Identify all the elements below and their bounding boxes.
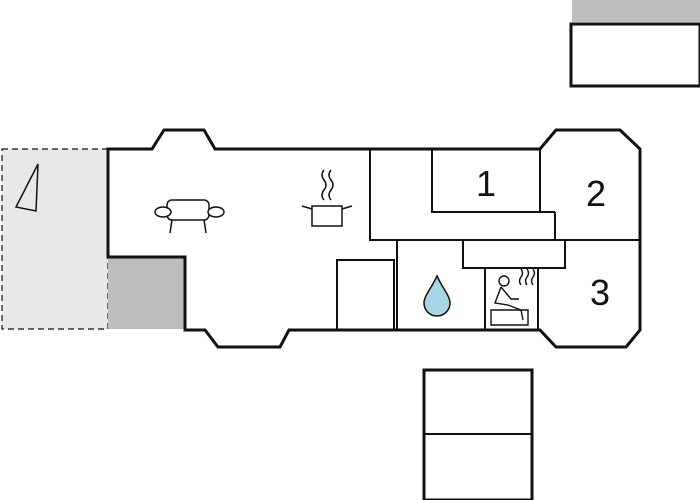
interior-walls (336, 149, 640, 331)
sauna-icon (490, 268, 536, 326)
bedroom-1-label: 1 (476, 163, 496, 204)
outbuilding-top (569, 0, 700, 88)
bedroom-3-label: 3 (590, 272, 610, 313)
kitchen-pot-icon (301, 169, 353, 227)
bedroom-2-label: 2 (586, 173, 606, 214)
terrace (1, 148, 185, 330)
outbuilding-bottom (422, 368, 534, 500)
triangle-marker-icon (14, 163, 39, 212)
sofa-icon (154, 199, 225, 234)
water-drop-icon (423, 274, 451, 317)
house-outline (106, 128, 642, 349)
